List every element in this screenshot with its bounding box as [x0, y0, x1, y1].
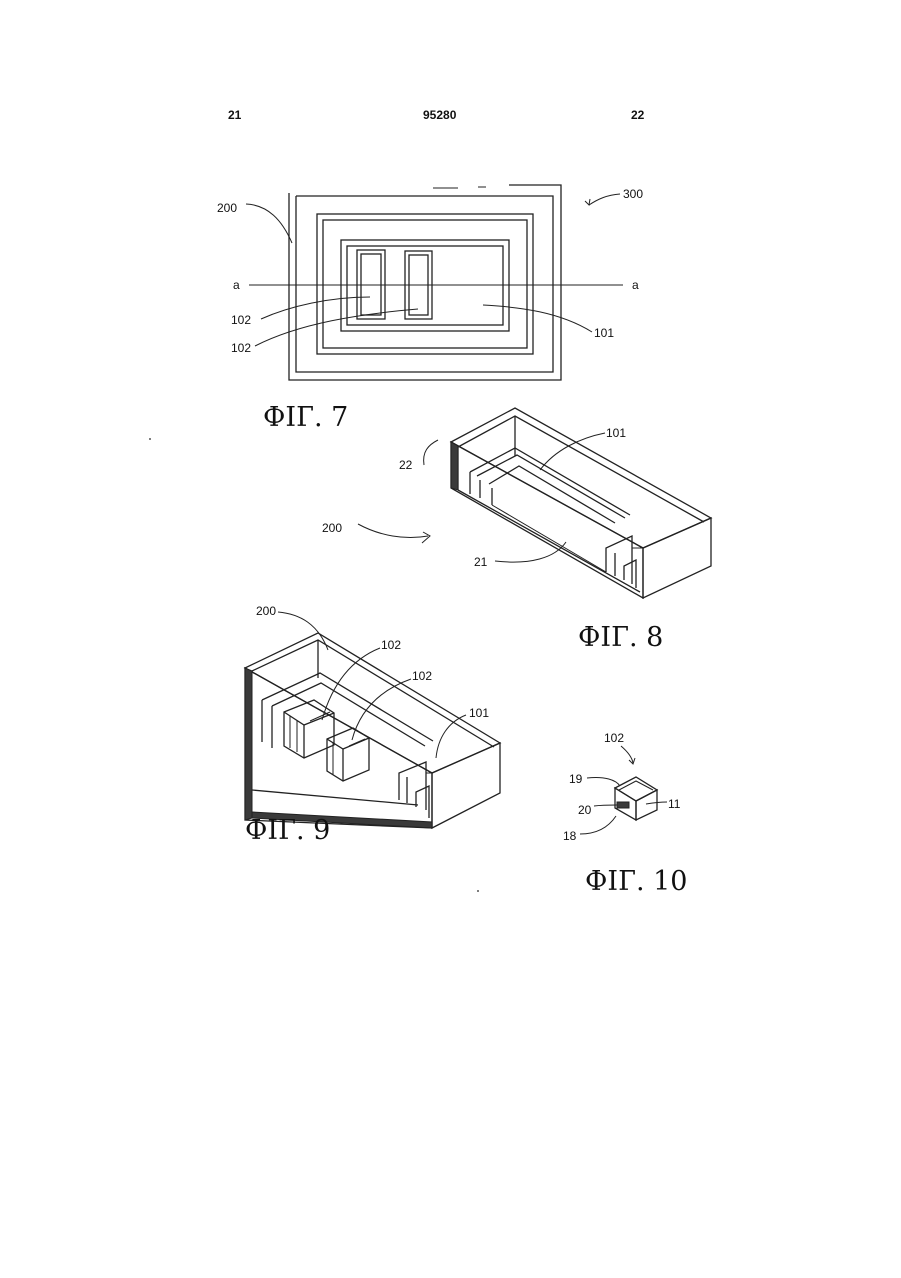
fig9-caption: ФІГ. 9 [245, 815, 330, 846]
fig9-label-101: 101 [469, 706, 489, 720]
figure-10: 102 19 20 11 18 ФІГ. 10 [563, 731, 687, 897]
fig7-caption: ФІГ. 7 [263, 402, 348, 433]
scan-speck [477, 890, 479, 892]
fig7-label-300: 300 [623, 187, 643, 201]
fig10-caption: ФІГ. 10 [585, 866, 687, 897]
fig10-label-11: 11 [668, 797, 681, 811]
fig9-label-102-upper: 102 [381, 638, 401, 652]
fig8-drawing [358, 408, 711, 598]
fig10-label-20: 20 [578, 803, 592, 817]
figure-7: 200 300 a a 102 102 101 ФІГ. 7 [217, 185, 643, 433]
fig10-label-19: 19 [569, 772, 583, 786]
fig7-label-102-lower: 102 [231, 341, 251, 355]
fig7-label-101: 101 [594, 326, 614, 340]
fig8-label-101: 101 [606, 426, 626, 440]
scan-speck [149, 438, 151, 440]
fig7-drawing [246, 185, 623, 380]
fig7-label-102-upper: 102 [231, 313, 251, 327]
header-column-right: 22 [631, 108, 645, 122]
fig8-label-21: 21 [474, 555, 488, 569]
fig7-section-a-left: a [233, 278, 240, 292]
header-column-left: 21 [228, 108, 242, 122]
fig10-drawing [580, 746, 667, 834]
fig9-drawing [245, 612, 500, 828]
fig7-label-200: 200 [217, 201, 237, 215]
fig10-label-102: 102 [604, 731, 624, 745]
figure-8: 101 22 200 21 ФІГ. 8 [322, 408, 711, 653]
fig9-label-200: 200 [256, 604, 276, 618]
fig10-label-18: 18 [563, 829, 577, 843]
page-header: 21 95280 22 [228, 108, 645, 122]
fig8-label-200: 200 [322, 521, 342, 535]
header-patent-number: 95280 [423, 108, 457, 122]
fig8-caption: ФІГ. 8 [578, 622, 663, 653]
fig9-label-102-lower: 102 [412, 669, 432, 683]
figure-9: 200 102 102 101 ФІГ. 9 [245, 604, 500, 846]
fig8-label-22: 22 [399, 458, 413, 472]
fig7-section-a-right: a [632, 278, 639, 292]
